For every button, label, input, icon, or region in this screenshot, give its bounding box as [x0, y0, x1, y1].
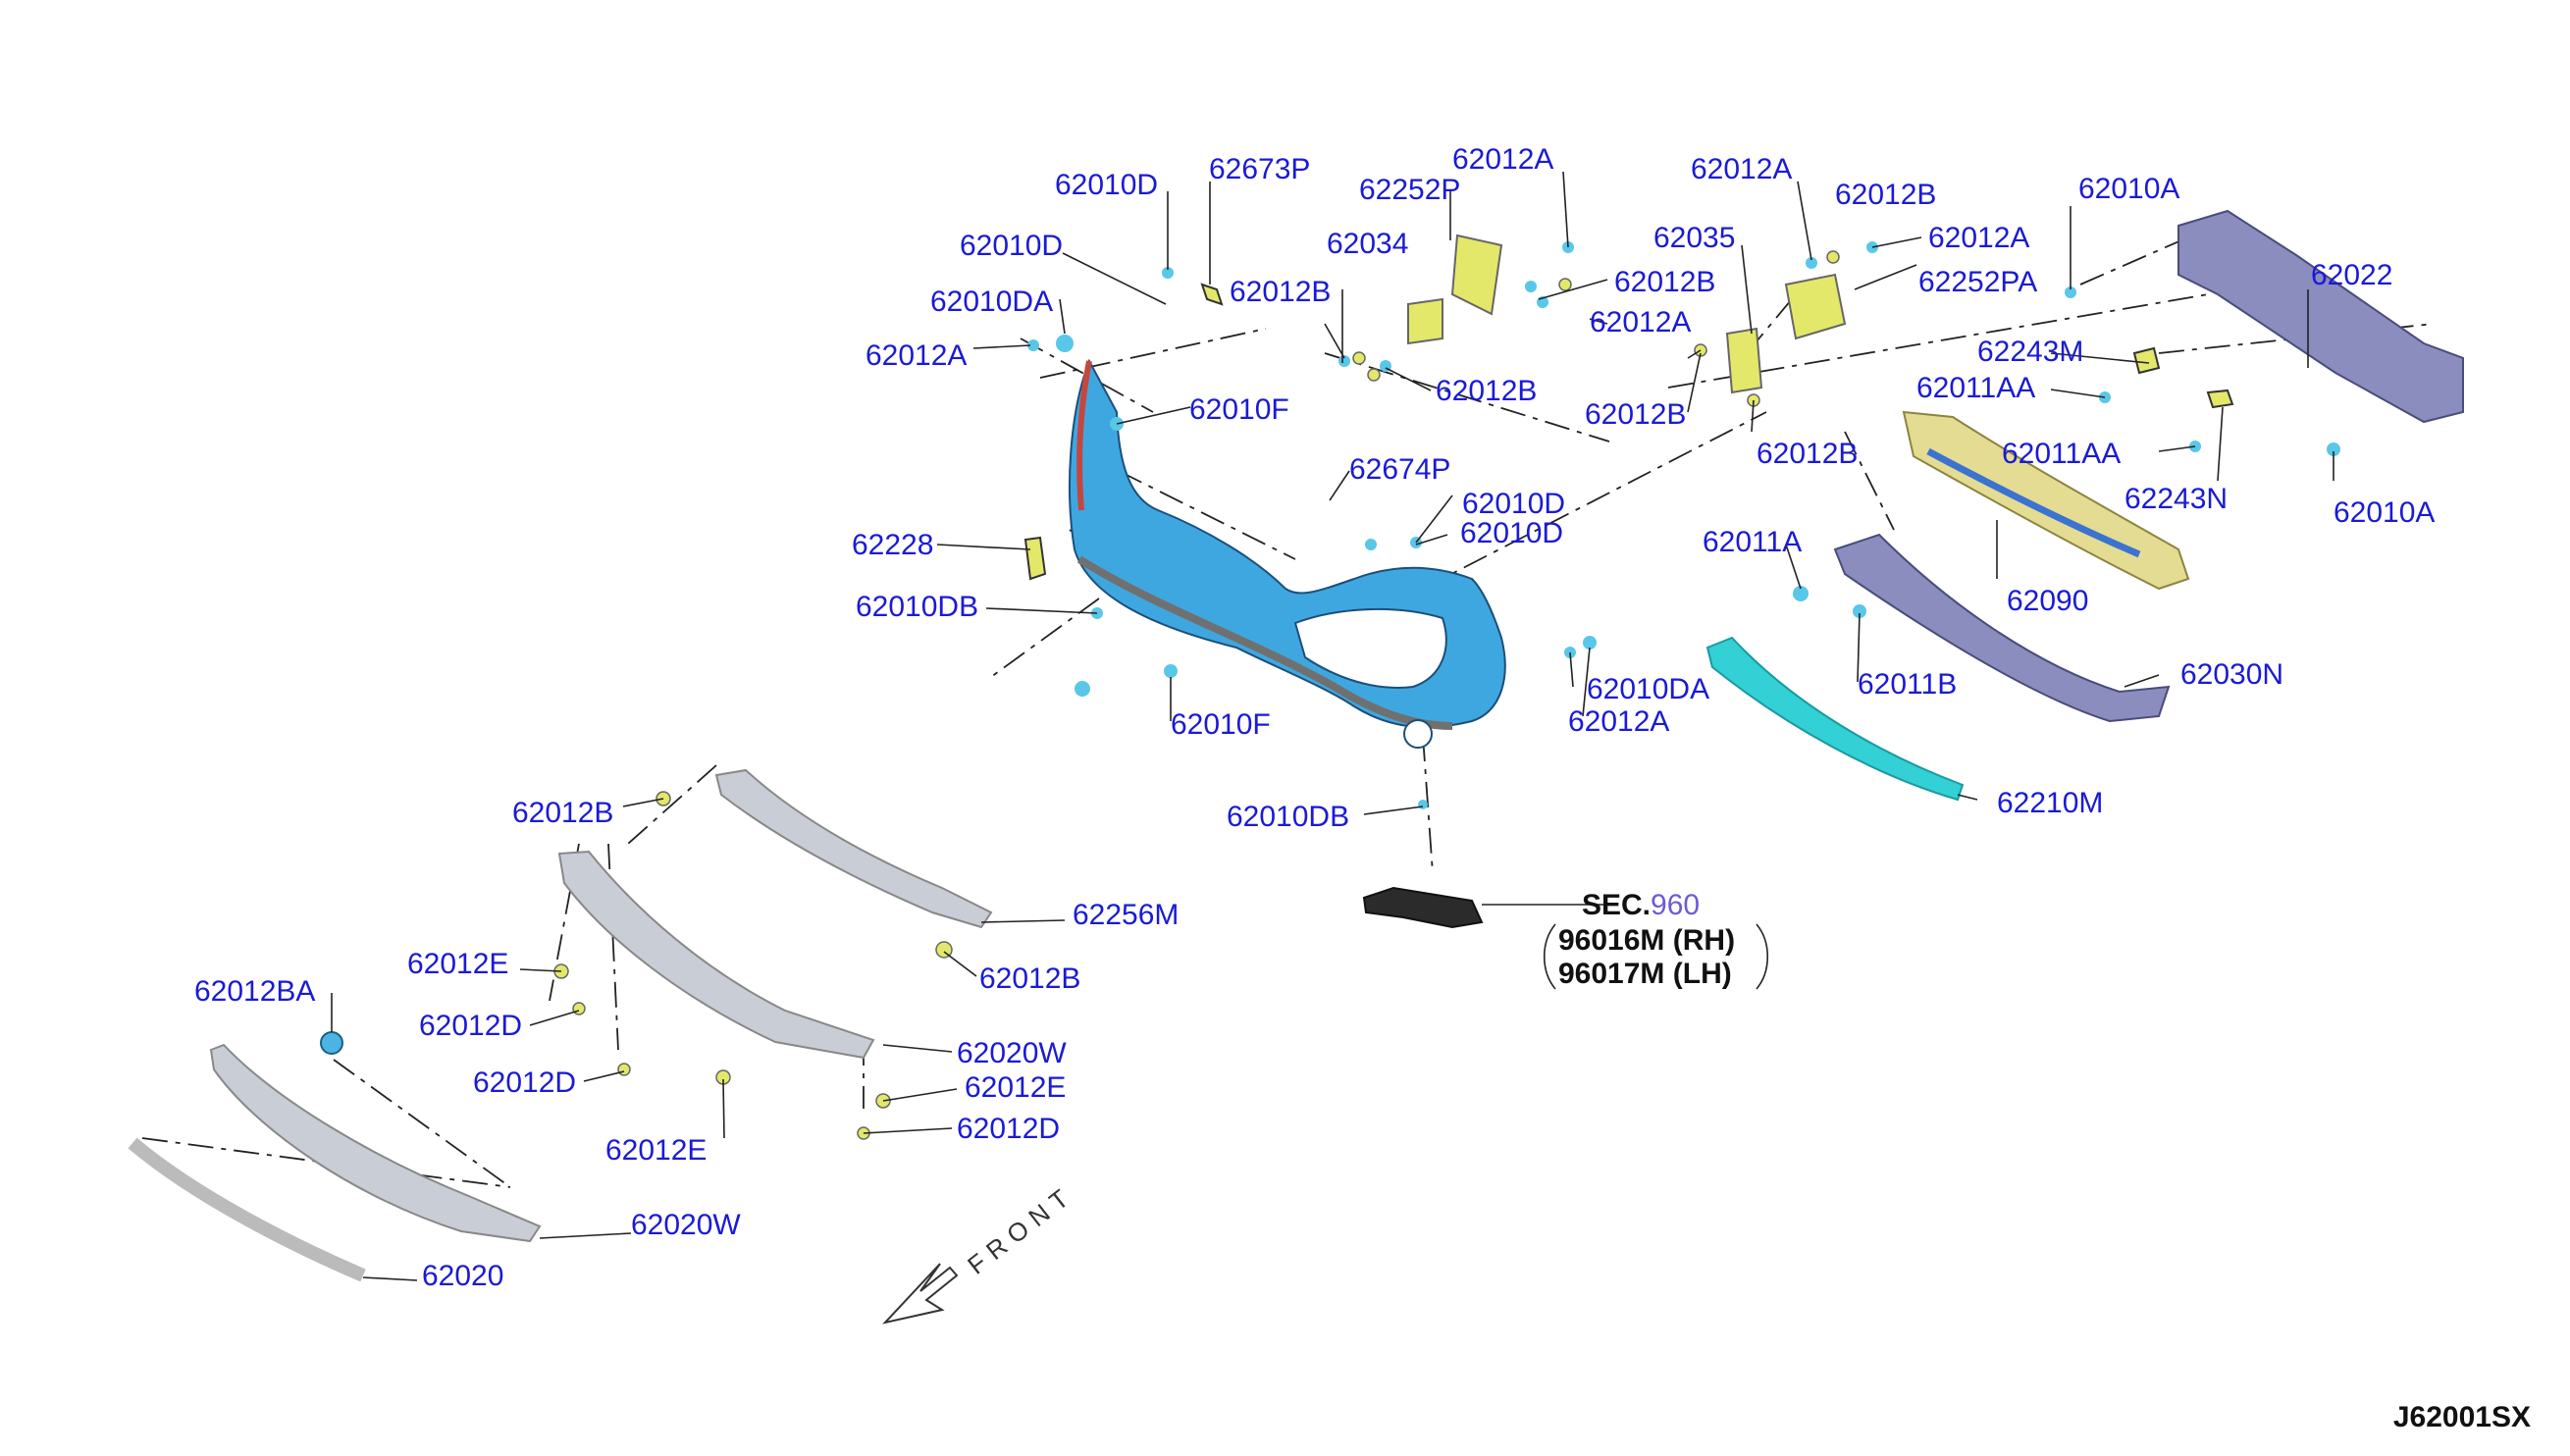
fasteners	[320, 241, 2340, 1140]
label-62010A-right[interactable]: 62010A	[2334, 496, 2435, 529]
label-62256M[interactable]: 62256M	[1073, 899, 1179, 931]
bumper-molding	[1705, 636, 1965, 802]
upper-grille	[714, 768, 993, 929]
label-62030N[interactable]: 62030N	[2180, 658, 2283, 691]
label-62012D-3[interactable]: 62012D	[957, 1113, 1060, 1145]
label-62010D-3[interactable]: 62010D	[1462, 488, 1565, 520]
label-62022[interactable]: 62022	[2311, 259, 2392, 291]
label-62012B-c4[interactable]: 62012B	[1757, 438, 1858, 470]
section-ref-rh[interactable]: 96016M (RH)	[1558, 924, 1735, 957]
label-62010DB-2[interactable]: 62010DB	[1227, 801, 1349, 833]
label-62252P[interactable]: 62252P	[1359, 174, 1460, 206]
label-62243N[interactable]: 62243N	[2124, 483, 2228, 515]
label-62034[interactable]: 62034	[1327, 228, 1408, 260]
label-62010F-top[interactable]: 62010F	[1189, 393, 1289, 426]
label-62011B[interactable]: 62011B	[1858, 668, 1957, 701]
leader-lines	[331, 171, 2334, 1281]
label-62012B-c2[interactable]: 62012B	[1436, 375, 1537, 407]
drawing-code: J62001SX	[2392, 1401, 2531, 1433]
section-reference: SEC.960 96016M (RH) 96017M (LH)	[1558, 889, 1735, 990]
bumper-reinforcement	[2177, 209, 2464, 424]
label-62012B-c3[interactable]: 62012B	[1585, 398, 1686, 431]
label-62090[interactable]: 62090	[2007, 585, 2088, 617]
label-62010DB-1[interactable]: 62010DB	[856, 591, 978, 623]
energy-absorber	[1902, 410, 2190, 591]
label-62012E-2[interactable]: 62012E	[965, 1071, 1066, 1104]
front-label: FRONT	[962, 1178, 1080, 1279]
label-62011AA-1[interactable]: 62011AA	[1916, 372, 2035, 404]
lower-grille	[557, 850, 875, 1060]
part-number-labels: 62010D 62673P 62012A 62252P 62012A 62012…	[194, 143, 2435, 1292]
label-62020[interactable]: 62020	[422, 1260, 503, 1292]
label-62010DA-right[interactable]: 62010DA	[1587, 673, 1709, 705]
label-62012A-mid[interactable]: 62012A	[1691, 153, 1792, 185]
label-62674P[interactable]: 62674P	[1349, 453, 1450, 486]
label-62012E-1[interactable]: 62012E	[407, 948, 508, 980]
label-62010DA-left[interactable]: 62010DA	[930, 286, 1053, 318]
label-62210M[interactable]: 62210M	[1997, 787, 2103, 819]
label-62012A-left[interactable]: 62012A	[865, 339, 967, 372]
label-62012B-c1[interactable]: 62012B	[1614, 266, 1715, 298]
label-62243M[interactable]: 62243M	[1977, 336, 2083, 368]
label-62011AA-2[interactable]: 62011AA	[2002, 438, 2121, 470]
label-62228[interactable]: 62228	[852, 529, 933, 561]
label-62035[interactable]: 62035	[1653, 222, 1735, 254]
label-62012B-left[interactable]: 62012B	[1230, 276, 1331, 308]
label-62012A-c[interactable]: 62012A	[1590, 306, 1691, 338]
label-62012E-3[interactable]: 62012E	[605, 1134, 707, 1167]
front-bumper-fascia	[1069, 358, 1506, 749]
label-62012D-1[interactable]: 62012D	[419, 1010, 522, 1042]
lower-stiffener	[1833, 533, 2171, 723]
front-direction-indicator: FRONT	[882, 1178, 1080, 1325]
section-ref-label[interactable]: SEC.960	[1582, 889, 1700, 921]
label-62010A-top[interactable]: 62010A	[2078, 173, 2179, 205]
label-62010F-low[interactable]: 62010F	[1171, 708, 1271, 741]
label-62012D-2[interactable]: 62012D	[473, 1066, 576, 1099]
label-62012A-r2[interactable]: 62012A	[1928, 222, 2029, 254]
label-62011A[interactable]: 62011A	[1703, 526, 1802, 558]
label-62010D-top[interactable]: 62010D	[1055, 169, 1158, 201]
label-62673P[interactable]: 62673P	[1209, 153, 1310, 185]
fascia-brackets	[1023, 234, 2234, 581]
label-62010D-4[interactable]: 62010D	[1460, 517, 1563, 549]
label-62012B-g1[interactable]: 62012B	[512, 797, 613, 829]
label-62252PA[interactable]: 62252PA	[1918, 266, 2037, 298]
label-62012B-g2[interactable]: 62012B	[979, 962, 1080, 995]
label-62020W-1[interactable]: 62020W	[957, 1037, 1067, 1069]
lower-lip-molding	[128, 1043, 542, 1282]
label-62012A-low[interactable]: 62012A	[1568, 705, 1669, 738]
label-62012BA[interactable]: 62012BA	[194, 975, 315, 1008]
label-62012B-r1[interactable]: 62012B	[1835, 179, 1936, 211]
label-62010D-2[interactable]: 62010D	[960, 230, 1063, 262]
label-62012A-top[interactable]: 62012A	[1452, 143, 1553, 176]
air-guide-duct	[1362, 886, 1484, 929]
section-ref-lh[interactable]: 96017M (LH)	[1558, 958, 1732, 990]
label-62020W-2[interactable]: 62020W	[631, 1209, 741, 1241]
